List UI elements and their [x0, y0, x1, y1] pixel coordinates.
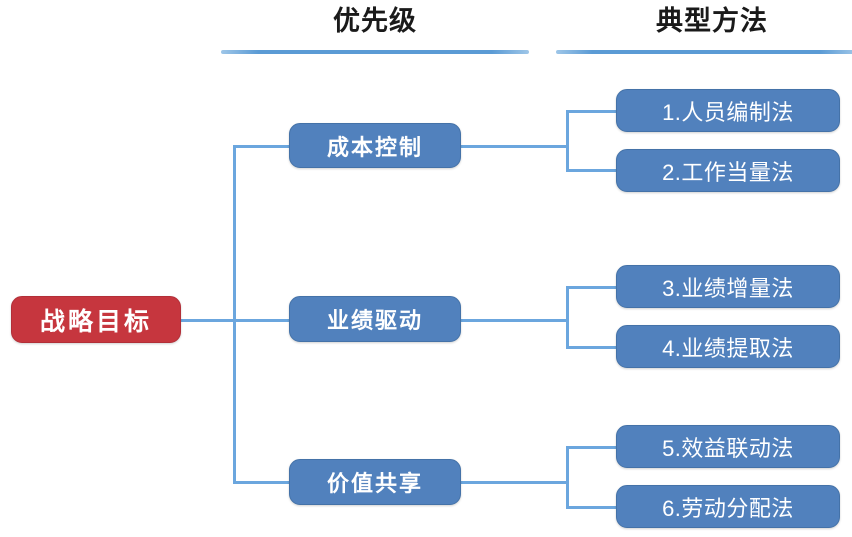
connector-branch-1-to-split	[460, 145, 569, 148]
connector-branch-2-to-split	[460, 319, 569, 322]
connector-split-2-vertical	[566, 286, 569, 348]
node-method-1[interactable]: 1.人员编制法	[616, 89, 840, 132]
node-strategy-goal[interactable]: 战略目标	[11, 296, 181, 343]
connector-trunk-to-branch-1	[233, 145, 290, 148]
connector-split-1-to-method-2	[566, 169, 617, 172]
connector-split-1-to-method-1	[566, 110, 617, 113]
connector-split-3-to-method-6	[566, 506, 617, 509]
connector-split-2-to-method-4	[566, 346, 617, 349]
connector-trunk-vertical	[233, 145, 236, 483]
node-branch-value-sharing[interactable]: 价值共享	[289, 459, 461, 505]
node-method-6[interactable]: 6.劳动分配法	[616, 485, 840, 528]
node-method-5[interactable]: 5.效益联动法	[616, 425, 840, 468]
column-title-priority: 优先级	[333, 6, 417, 36]
column-rule-methods	[556, 50, 852, 54]
connector-root-to-trunk	[181, 319, 236, 322]
connector-split-2-to-method-3	[566, 286, 617, 289]
column-rule-priority	[221, 50, 529, 54]
connector-trunk-to-branch-3	[233, 481, 290, 484]
node-method-3[interactable]: 3.业绩增量法	[616, 265, 840, 308]
column-title-methods: 典型方法	[656, 6, 768, 36]
node-method-2[interactable]: 2.工作当量法	[616, 149, 840, 192]
connector-branch-3-to-split	[460, 481, 569, 484]
node-method-4[interactable]: 4.业绩提取法	[616, 325, 840, 368]
connector-split-3-vertical	[566, 446, 569, 508]
connector-trunk-to-branch-2	[233, 319, 290, 322]
connector-split-1-vertical	[566, 110, 569, 171]
connector-split-3-to-method-5	[566, 446, 617, 449]
node-branch-performance-driven[interactable]: 业绩驱动	[289, 296, 461, 342]
node-branch-cost-control[interactable]: 成本控制	[289, 123, 461, 168]
